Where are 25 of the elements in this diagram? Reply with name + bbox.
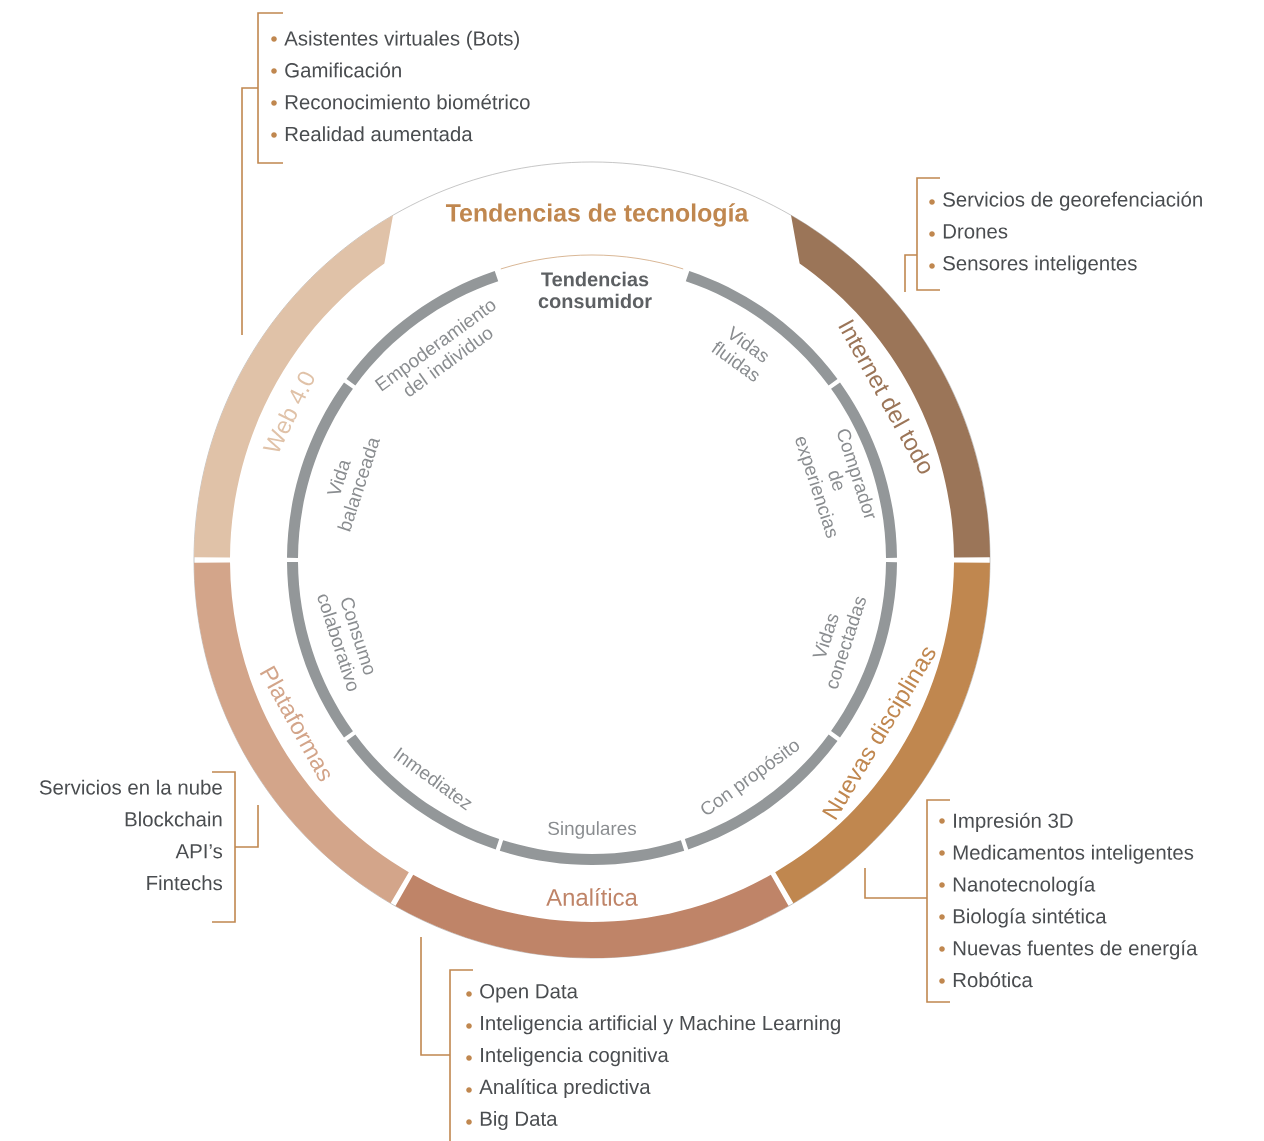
node-label: Singulares [548, 821, 637, 839]
leader-line [904, 254, 918, 293]
node-label: Robótica [953, 972, 1033, 988]
bracket-list: Asistentes virtuales (Bots) Gamificación Reconocimiento biométrico Realidad aumentada [257, 12, 530, 164]
node-label: Nuevas fuentes de energía [953, 940, 1198, 960]
heading: Tendencias consumidor [538, 271, 652, 309]
node-label: Inteligencia artificial y Machine Learning [481, 1015, 840, 1035]
leader-line [864, 867, 928, 899]
node-label: Servicios de georefenciación [943, 191, 1202, 211]
node-label: Reconocimiento biométrico [285, 94, 530, 110]
node-label: Biología sintética [953, 908, 1107, 928]
ring-segment: Singulares [499, 821, 685, 865]
leader-line [241, 87, 259, 336]
bracket-list: Open Data Inteligencia artificial y Machine Learning Inteligencia cognitiva Analítica predictiva Big Data [449, 969, 840, 1141]
leader-line [234, 804, 259, 848]
heading: Tendencias de tecnología [445, 203, 749, 227]
ring-segment: Analítica [395, 874, 789, 958]
node-label: Big Data [480, 1110, 558, 1130]
node-label: Open Data [480, 983, 578, 1003]
node-label: Inteligencia cognitiva [481, 1047, 669, 1067]
node-label: Realidad aumentada [285, 126, 473, 142]
node-label: Asistentes virtuales (Bots) [284, 30, 519, 50]
node-label: Analítica predictiva [479, 1078, 651, 1099]
leader-line [420, 936, 451, 1056]
node-label: Gamificación [285, 62, 401, 78]
